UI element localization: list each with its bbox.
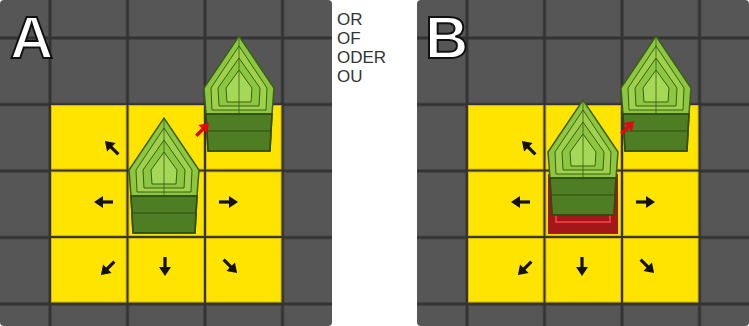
panel-b — [417, 0, 749, 326]
alternative-word: OU — [337, 67, 363, 86]
alternative-word: OR — [337, 10, 363, 29]
alternative-word: ODER — [337, 48, 386, 67]
panel-a — [0, 0, 332, 326]
panel-letter: A — [10, 8, 53, 68]
panel-letter: B — [425, 8, 468, 68]
alternative-word: OF — [337, 29, 361, 48]
